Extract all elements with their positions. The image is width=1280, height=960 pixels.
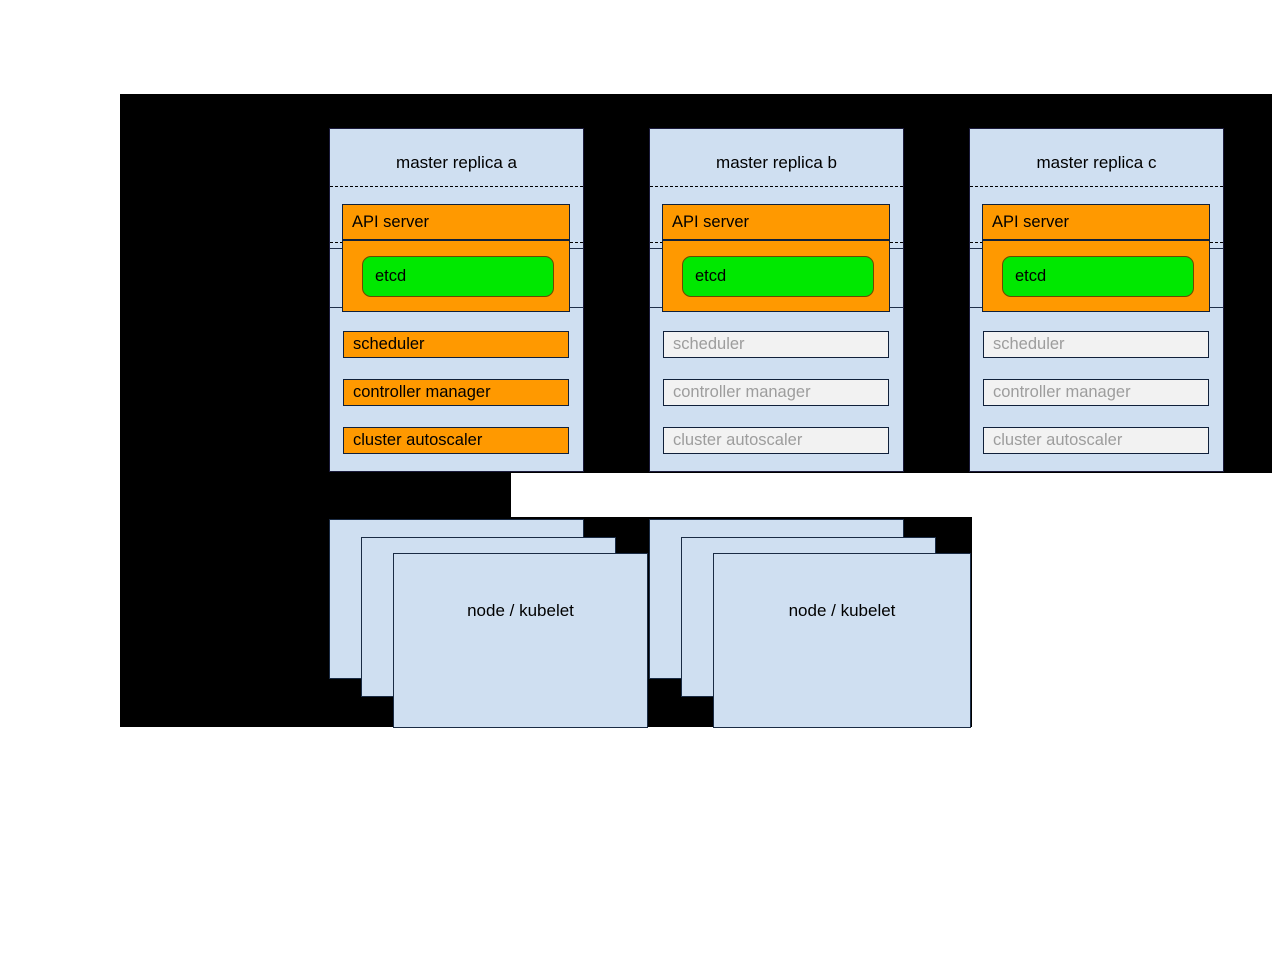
node-group-1-layer-front[interactable]: node / kubelet (393, 553, 648, 728)
replica-b-api-server[interactable]: API server (662, 204, 890, 240)
replica-a-controller-manager[interactable]: controller manager (343, 379, 569, 406)
replica-a-cluster-autoscaler[interactable]: cluster autoscaler (343, 427, 569, 454)
master-replica-a-title: master replica a (396, 153, 517, 172)
replica-b-cluster-autoscaler-label: cluster autoscaler (673, 431, 803, 450)
node-group-1-label: node / kubelet (467, 601, 574, 620)
replica-a-header-divider (330, 186, 583, 187)
replica-a-scheduler[interactable]: scheduler (343, 331, 569, 358)
replica-b-scheduler[interactable]: scheduler (663, 331, 889, 358)
master-replica-c-title: master replica c (1036, 153, 1157, 172)
replica-a-api-server[interactable]: API server (342, 204, 570, 240)
replica-c-controller-manager[interactable]: controller manager (983, 379, 1209, 406)
replica-c-header-divider (970, 186, 1223, 187)
node-group-2-layer-front[interactable]: node / kubelet (713, 553, 971, 728)
replica-a-controller-manager-label: controller manager (353, 383, 491, 402)
replica-c-cluster-autoscaler-label: cluster autoscaler (993, 431, 1123, 450)
replica-a-etcd[interactable]: etcd (362, 256, 554, 297)
replica-b-header-divider (650, 186, 903, 187)
replica-a-scheduler-label: scheduler (353, 335, 425, 354)
replica-c-scheduler-label: scheduler (993, 335, 1065, 354)
replica-a-etcd-label: etcd (375, 267, 407, 286)
replica-a-cluster-autoscaler-label: cluster autoscaler (353, 431, 483, 450)
replica-a-api-server-label: API server (352, 212, 430, 231)
replica-c-api-server[interactable]: API server (982, 204, 1210, 240)
replica-b-controller-manager[interactable]: controller manager (663, 379, 889, 406)
replica-c-etcd[interactable]: etcd (1002, 256, 1194, 297)
replica-b-etcd-label: etcd (695, 267, 727, 286)
master-replica-b-title: master replica b (716, 153, 837, 172)
replica-c-api-server-label: API server (992, 212, 1070, 231)
replica-c-cluster-autoscaler[interactable]: cluster autoscaler (983, 427, 1209, 454)
replica-b-scheduler-label: scheduler (673, 335, 745, 354)
replica-c-etcd-label: etcd (1015, 267, 1047, 286)
replica-b-controller-manager-label: controller manager (673, 383, 811, 402)
replica-b-etcd[interactable]: etcd (682, 256, 874, 297)
replica-b-api-server-label: API server (672, 212, 750, 231)
replica-c-scheduler[interactable]: scheduler (983, 331, 1209, 358)
replica-b-cluster-autoscaler[interactable]: cluster autoscaler (663, 427, 889, 454)
replica-c-controller-manager-label: controller manager (993, 383, 1131, 402)
node-group-2-label: node / kubelet (788, 601, 896, 620)
